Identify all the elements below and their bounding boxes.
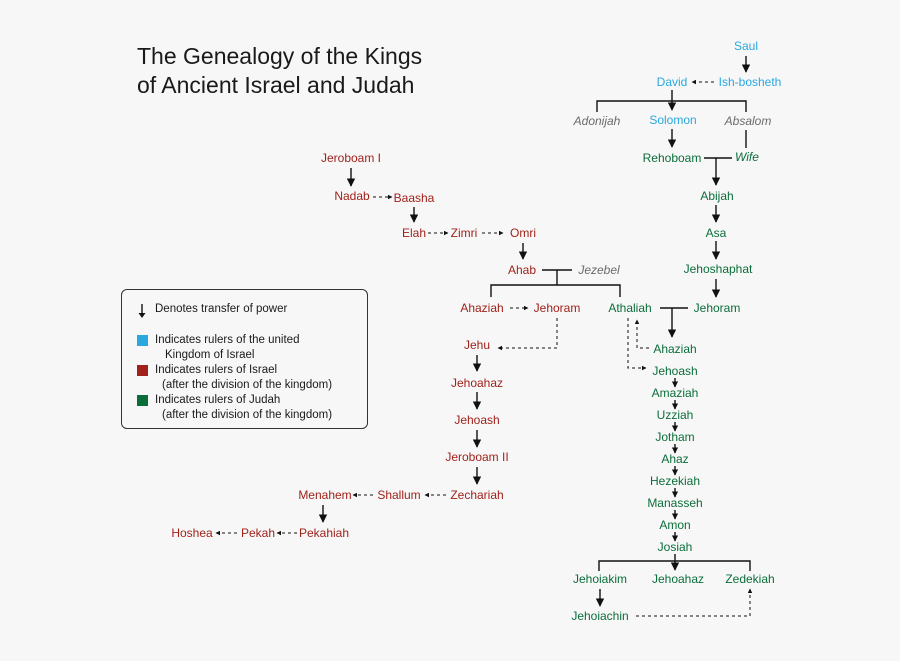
arrow-athaliah-jehoash: [627, 318, 647, 371]
title-line-2: of Ancient Israel and Judah: [137, 72, 415, 98]
node-ish-bosheth: Ish-bosheth: [719, 75, 782, 89]
legend-israel-text: Indicates rulers of Israel (after the di…: [155, 363, 332, 393]
node-shallum: Shallum: [377, 488, 420, 502]
node-pekahiah: Pekahiah: [299, 526, 349, 540]
node-asa: Asa: [706, 226, 727, 240]
legend-judah-line1: Indicates rulers of Judah: [155, 394, 281, 406]
node-zedekiah: Zedekiah: [725, 572, 774, 586]
node-jeroboam-ii: Jeroboam II: [445, 450, 508, 464]
node-amon: Amon: [659, 518, 690, 532]
node-josiah: Josiah: [658, 540, 693, 554]
node-jehoahaz-israel: Jehoahaz: [451, 376, 503, 390]
israel-swatch: [137, 365, 148, 376]
bracket-david-children: [596, 100, 747, 112]
node-david: David: [657, 75, 688, 89]
node-adonijah: Adonijah: [573, 114, 621, 128]
legend-israel-line1: Indicates rulers of Israel: [155, 364, 278, 376]
arrow-jehoram-jehu: [497, 318, 558, 351]
node-jehoshaphat: Jehoshaphat: [684, 262, 753, 276]
node-abijah: Abijah: [700, 189, 733, 203]
node-jehoiakim: Jehoiakim: [573, 572, 627, 586]
legend-united-text: Indicates rulers of the united Kingdom o…: [155, 333, 299, 363]
united-swatch: [137, 335, 148, 346]
transfer-arrow-icon: [138, 304, 146, 318]
legend-transfer-text: Denotes transfer of power: [155, 303, 288, 315]
judah-swatch: [137, 395, 148, 406]
node-jeroboam-i: Jeroboam I: [321, 151, 381, 165]
node-jehoash-judah: Jehoash: [652, 364, 697, 378]
node-jezebel: Jezebel: [577, 263, 620, 277]
node-jehoram-judah: Jehoram: [694, 301, 741, 315]
node-athaliah: Athaliah: [608, 301, 651, 315]
node-amaziah: Amaziah: [652, 386, 699, 400]
node-saul: Saul: [734, 39, 758, 53]
node-uzziah: Uzziah: [657, 408, 694, 422]
node-nadab: Nadab: [334, 189, 370, 203]
node-hoshea: Hoshea: [171, 526, 213, 540]
node-omri: Omri: [510, 226, 536, 240]
node-jehoash-israel: Jehoash: [454, 413, 499, 427]
node-hezekiah: Hezekiah: [650, 474, 700, 488]
node-rehoboam: Rehoboam: [643, 151, 702, 165]
node-menahem: Menahem: [298, 488, 351, 502]
diagram-title: The Genealogy of the Kings of Ancient Is…: [137, 42, 422, 100]
node-jehoahaz-judah: Jehoahaz: [652, 572, 704, 586]
legend-united-line2: Kingdom of Israel: [165, 349, 255, 361]
node-ahab: Ahab: [508, 263, 536, 277]
node-pekah: Pekah: [241, 526, 275, 540]
node-zechariah: Zechariah: [450, 488, 503, 502]
node-wife: Wife: [735, 150, 759, 164]
node-baasha: Baasha: [394, 191, 435, 205]
legend: Denotes transfer of power Indicates rule…: [121, 289, 368, 429]
arrow-ahaziah-athaliah: [634, 319, 649, 349]
title-line-1: The Genealogy of the Kings: [137, 43, 423, 69]
node-jotham: Jotham: [655, 430, 694, 444]
node-absalom: Absalom: [724, 114, 772, 128]
node-jehoram-israel: Jehoram: [534, 301, 581, 315]
node-jehoiachin: Jehoiachin: [571, 609, 628, 623]
legend-israel-line2: (after the division of the kingdom): [162, 379, 333, 391]
node-ahaziah-judah: Ahaziah: [653, 342, 696, 356]
node-manasseh: Manasseh: [647, 496, 702, 510]
node-zimri: Zimri: [451, 226, 478, 240]
bracket-ahab-children: [490, 284, 621, 297]
legend-judah-text: Indicates rulers of Judah (after the div…: [155, 393, 332, 423]
node-ahaz: Ahaz: [661, 452, 688, 466]
node-ahaziah-israel: Ahaziah: [460, 301, 503, 315]
node-jehu: Jehu: [464, 338, 490, 352]
legend-united-line1: Indicates rulers of the united: [155, 334, 300, 346]
legend-judah-line2: (after the division of the kingdom): [162, 409, 333, 421]
arrow-jehoiachin-zedekiah: [636, 588, 753, 617]
node-elah: Elah: [402, 226, 426, 240]
node-solomon: Solomon: [649, 113, 696, 127]
